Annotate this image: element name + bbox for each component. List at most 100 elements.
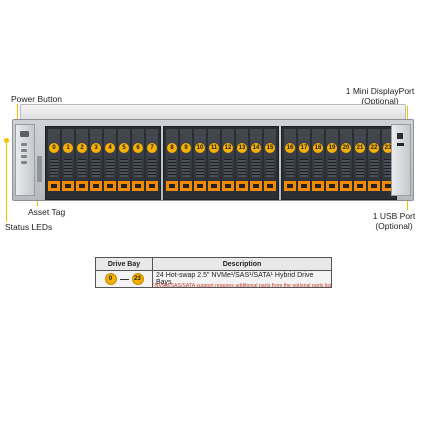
table-header-row: Drive Bay Description	[95, 257, 332, 271]
drive-release-latch[interactable]	[340, 181, 352, 191]
drive-bay-number: 21	[355, 143, 365, 153]
drive-bay-number: 0	[49, 143, 59, 153]
drive-bay-number: 20	[341, 143, 351, 153]
drive-bay[interactable]: 0	[48, 129, 60, 193]
drive-bay-number: 1	[63, 143, 73, 153]
status-led-icon	[21, 155, 27, 158]
range-dash	[119, 278, 129, 280]
drive-bay-number: 9	[181, 143, 191, 153]
drive-bay[interactable]: 17	[298, 129, 310, 193]
drive-bay-number: 5	[119, 143, 129, 153]
drive-release-latch[interactable]	[382, 181, 394, 191]
drive-grill	[120, 159, 128, 177]
drive-release-latch[interactable]	[368, 181, 380, 191]
status-led-icon	[21, 143, 27, 146]
drive-release-latch[interactable]	[354, 181, 366, 191]
drive-bay[interactable]: 10	[194, 129, 206, 193]
drive-release-latch[interactable]	[298, 181, 310, 191]
usb-port-label-line2: (Optional)	[375, 221, 413, 231]
drive-bay-number: 6	[133, 143, 143, 153]
drive-bay[interactable]: 2	[76, 129, 88, 193]
drive-bay-number: 8	[167, 143, 177, 153]
asset-tag[interactable]	[37, 156, 42, 182]
drive-grill	[106, 159, 114, 177]
drive-bay-number: 14	[251, 143, 261, 153]
drive-bay[interactable]: 15	[264, 129, 276, 193]
power-button[interactable]	[20, 131, 29, 137]
drive-bay[interactable]: 4	[104, 129, 116, 193]
drive-bay-number: 19	[327, 143, 337, 153]
drive-bay[interactable]: 21	[354, 129, 366, 193]
drive-release-latch[interactable]	[90, 181, 102, 191]
drive-bay[interactable]: 9	[180, 129, 192, 193]
drive-release-latch[interactable]	[222, 181, 234, 191]
drive-bay-number: 7	[147, 143, 157, 153]
drive-grill	[92, 159, 100, 177]
drive-bay[interactable]: 1	[62, 129, 74, 193]
drive-release-latch[interactable]	[208, 181, 220, 191]
bay-range-start: 0	[104, 273, 117, 285]
drive-grill	[286, 159, 294, 177]
drive-grill	[196, 159, 204, 177]
drive-release-latch[interactable]	[236, 181, 248, 191]
drive-bay-number: 18	[313, 143, 323, 153]
drive-release-latch[interactable]	[146, 181, 158, 191]
drive-bay[interactable]: 19	[326, 129, 338, 193]
drive-release-latch[interactable]	[284, 181, 296, 191]
drive-grill	[314, 159, 322, 177]
drive-bay-number: 23	[383, 143, 393, 153]
drive-bay[interactable]: 16	[284, 129, 296, 193]
power-button-leader	[17, 104, 18, 128]
mini-displayport-label-line2: (Optional)	[361, 96, 399, 106]
drive-bay[interactable]: 14	[250, 129, 262, 193]
mini-displayport-label: 1 Mini DisplayPort (Optional)	[344, 86, 416, 106]
right-io-ear	[391, 124, 411, 196]
drive-release-latch[interactable]	[180, 181, 192, 191]
usb-port[interactable]	[397, 143, 404, 146]
drive-bay[interactable]: 6	[132, 129, 144, 193]
table-row: 0 23 24 Hot-swap 2.5" NVMe¹/SAS¹/SATA¹ Hy…	[95, 270, 332, 288]
drive-bay[interactable]: 13	[236, 129, 248, 193]
status-led-icon	[21, 149, 27, 152]
drive-release-latch[interactable]	[132, 181, 144, 191]
drive-bay[interactable]: 11	[208, 129, 220, 193]
drive-grill	[328, 159, 336, 177]
drive-bay-number: 17	[299, 143, 309, 153]
drive-bay-description: 24 Hot-swap 2.5" NVMe¹/SAS¹/SATA¹ Hybrid…	[152, 270, 332, 288]
drive-bay-range-cell: 0 23	[95, 270, 153, 288]
power-button-label: Power Button	[11, 94, 63, 104]
drive-bay[interactable]: 18	[312, 129, 324, 193]
drive-release-latch[interactable]	[118, 181, 130, 191]
drive-grill	[342, 159, 350, 177]
drive-release-latch[interactable]	[264, 181, 276, 191]
header-drive-bay: Drive Bay	[95, 257, 153, 271]
drive-release-latch[interactable]	[312, 181, 324, 191]
drive-bay[interactable]: 8	[166, 129, 178, 193]
drive-grill	[168, 159, 176, 177]
drive-bay[interactable]: 5	[118, 129, 130, 193]
drive-release-latch[interactable]	[104, 181, 116, 191]
status-leds-leader-dot	[4, 138, 9, 143]
drive-release-latch[interactable]	[48, 181, 60, 191]
drive-bay[interactable]: 20	[340, 129, 352, 193]
drive-grill	[266, 159, 274, 177]
drive-grill	[210, 159, 218, 177]
drive-release-latch[interactable]	[250, 181, 262, 191]
drive-bay[interactable]: 3	[90, 129, 102, 193]
drive-release-latch[interactable]	[326, 181, 338, 191]
mini-displayport[interactable]	[397, 133, 403, 139]
drive-release-latch[interactable]	[166, 181, 178, 191]
drive-bay-number: 4	[105, 143, 115, 153]
drive-bay-number: 22	[369, 143, 379, 153]
drive-grill	[238, 159, 246, 177]
drive-release-latch[interactable]	[62, 181, 74, 191]
drive-bay[interactable]: 12	[222, 129, 234, 193]
bay-range-end: 23	[131, 273, 144, 285]
drive-release-latch[interactable]	[194, 181, 206, 191]
drive-bay[interactable]: 7	[146, 129, 158, 193]
drive-bay[interactable]: 22	[368, 129, 380, 193]
drive-release-latch[interactable]	[76, 181, 88, 191]
